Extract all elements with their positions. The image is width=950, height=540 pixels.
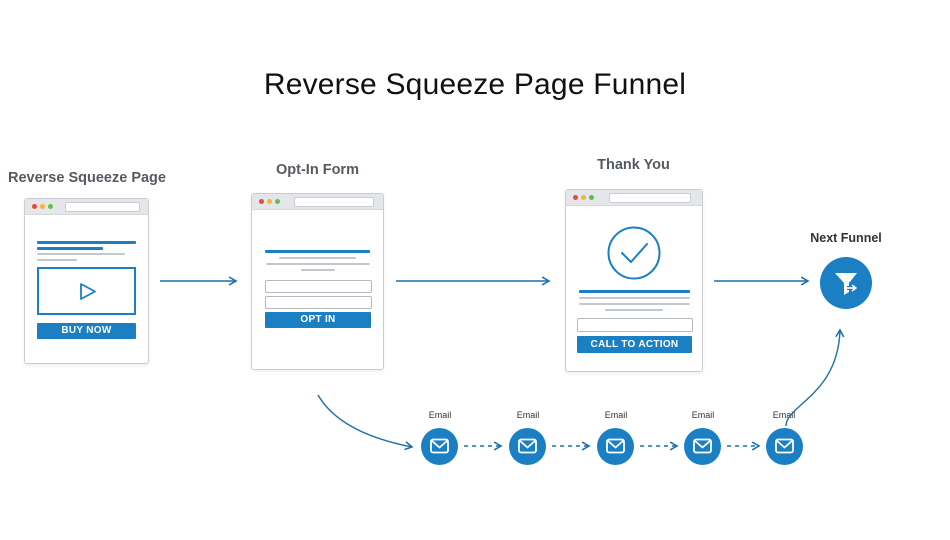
close-dot-icon [573,195,578,200]
call-to-action-button: CALL TO ACTION [577,336,692,353]
arrow-optin-to-email [317,394,414,451]
envelope-icon [693,438,712,454]
optin-form-mockup: OPT IN [251,193,384,370]
envelope-icon [518,438,537,454]
input-field [577,318,693,332]
text-line [579,303,690,305]
email-label-3: Email [604,410,628,420]
envelope-icon [430,438,449,454]
headline-line [37,241,136,244]
text-line [301,269,335,271]
email-node-1 [421,428,458,465]
email-node-5 [766,428,803,465]
stage-label-reverse-squeeze: Reverse Squeeze Page [8,170,166,186]
diagram-title: Reverse Squeeze Page Funnel [263,68,687,101]
text-line [605,309,663,311]
stage-label-next-funnel: Next Funnel [810,231,882,245]
video-frame [37,267,136,315]
minimize-dot-icon [581,195,586,200]
minimize-dot-icon [267,199,272,204]
reverse-squeeze-page-mockup: BUY NOW [24,198,149,364]
envelope-icon [606,438,625,454]
email-node-3 [597,428,634,465]
browser-bar [252,194,383,210]
headline-line [265,250,370,253]
email-label-5: Email [772,410,796,420]
text-line [579,297,690,299]
close-dot-icon [259,199,264,204]
email-node-2 [509,428,546,465]
buy-now-button: BUY NOW [37,323,136,339]
text-line [37,253,125,255]
email-node-4 [684,428,721,465]
email-label-2: Email [516,410,540,420]
name-field [265,280,372,293]
next-funnel-circle [820,257,872,309]
maximize-dot-icon [589,195,594,200]
headline-line [579,290,690,293]
email-field [265,296,372,309]
email-label-4: Email [691,410,715,420]
text-line [37,259,77,261]
text-line [266,263,370,265]
opt-in-button: OPT IN [265,312,371,328]
checkmark-icon [607,226,661,280]
envelope-icon [775,438,794,454]
address-bar [65,202,140,212]
arrow-email-to-next-funnel [785,328,845,427]
stage-label-optin: Opt-In Form [276,162,359,178]
play-icon [80,283,96,300]
thank-you-mockup: CALL TO ACTION [565,189,703,372]
email-label-1: Email [428,410,452,420]
address-bar [294,197,374,207]
subheadline-line [37,247,103,250]
maximize-dot-icon [48,204,53,209]
text-line [279,257,356,259]
maximize-dot-icon [275,199,280,204]
browser-bar [25,199,148,215]
stage-label-thankyou: Thank You [597,157,670,173]
minimize-dot-icon [40,204,45,209]
close-dot-icon [32,204,37,209]
funnel-icon [835,273,857,295]
address-bar [609,193,691,203]
browser-bar [566,190,702,206]
